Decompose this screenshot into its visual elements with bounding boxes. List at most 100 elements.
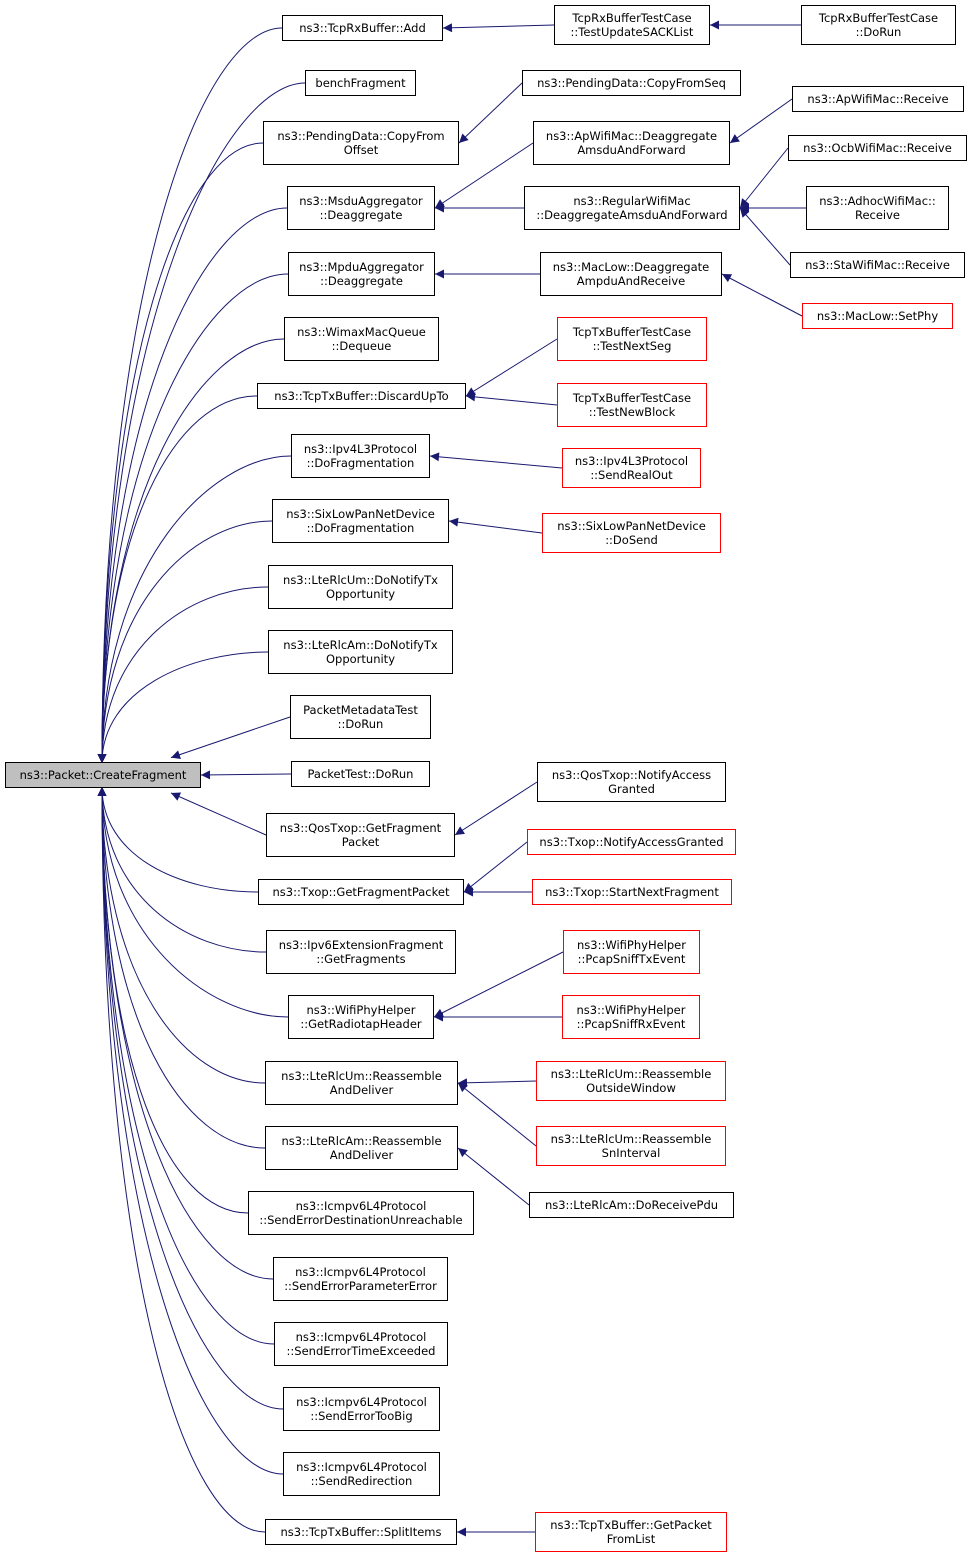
function-node-m7[interactable]: TcpTxBufferTestCase::TestNewBlock [557,383,707,427]
function-node-n7[interactable]: ns3::TcpTxBuffer::DiscardUpTo [257,383,466,409]
edge-r5-to-m4 [739,207,791,266]
node-label-line: ns3::LteRlcAm::DoNotifyTx [283,638,438,652]
function-node-m12[interactable]: ns3::Txop::StartNextFragment [532,879,732,905]
node-label-line: AndDeliver [329,1083,394,1097]
node-label-line: ns3::Icmpv6L4Protocol [295,1265,426,1279]
node-label-line: ::GetRadiotapHeader [300,1017,422,1031]
function-node-m13[interactable]: ns3::WifiPhyHelper::PcapSniffTxEvent [563,930,700,974]
function-node-r2[interactable]: ns3::ApWifiMac::Receive [792,86,964,112]
function-node-n1[interactable]: ns3::TcpRxBuffer::Add [282,15,443,41]
function-node-r5[interactable]: ns3::StaWifiMac::Receive [790,252,965,278]
node-label-line: ns3::WimaxMacQueue [297,325,426,339]
function-node-n5[interactable]: ns3::MpduAggregator::Deaggregate [288,252,435,296]
node-label-line: ns3::LteRlcUm::Reassemble [550,1067,712,1081]
node-label-line: ns3::Txop::GetFragmentPacket [272,885,450,899]
node-label-line: ::SendRealOut [590,468,673,482]
function-node-m8[interactable]: ns3::Ipv4L3Protocol::SendRealOut [562,448,701,488]
edge-n16-to-root [97,786,267,953]
node-label-line: ns3::QosTxop::GetFragment [279,821,442,835]
edge-n5-to-root [97,273,289,764]
edge-n9-to-root [97,520,273,764]
node-label-line: ns3::Txop::NotifyAccessGranted [539,835,724,849]
root-function-node: ns3::Packet::CreateFragment [5,762,201,788]
function-node-n25[interactable]: ns3::TcpTxBuffer::SplitItems [265,1519,457,1545]
node-label-line: ns3::OcbWifiMac::Receive [803,141,952,155]
node-label-line: ::DoRun [855,25,902,39]
function-node-n13[interactable]: PacketTest::DoRun [291,761,430,787]
function-node-n4[interactable]: ns3::MsduAggregator::Deaggregate [287,186,435,230]
node-label-line: ns3::Icmpv6L4Protocol [295,1199,427,1213]
edge-m17-to-n19 [457,1147,530,1206]
function-node-m14[interactable]: ns3::WifiPhyHelper::PcapSniffRxEvent [562,995,700,1039]
function-node-r4[interactable]: ns3::AdhocWifiMac::Receive [806,186,949,230]
function-node-n8[interactable]: ns3::Ipv4L3Protocol::DoFragmentation [291,434,430,478]
edge-n1-to-root [97,27,283,764]
edge-n17-to-root [97,786,289,1018]
function-node-n6[interactable]: ns3::WimaxMacQueue::Dequeue [284,317,439,361]
edge-r3-to-m4 [739,147,789,209]
edge-n4-to-root [97,207,288,764]
function-node-n15[interactable]: ns3::Txop::GetFragmentPacket [258,879,464,905]
function-node-n22[interactable]: ns3::Icmpv6L4Protocol::SendErrorTimeExce… [274,1322,448,1366]
function-node-n12[interactable]: PacketMetadataTest::DoRun [290,695,431,739]
edge-m11-to-n15 [463,841,528,893]
function-node-r3[interactable]: ns3::OcbWifiMac::Receive [788,135,967,161]
function-node-n24[interactable]: ns3::Icmpv6L4Protocol::SendRedirection [283,1452,440,1496]
function-node-m9[interactable]: ns3::SixLowPanNetDevice::DoSend [542,513,721,553]
function-node-m2[interactable]: ns3::PendingData::CopyFromSeq [522,70,741,96]
function-node-n16[interactable]: ns3::Ipv6ExtensionFragment::GetFragments [266,930,456,974]
function-node-m6[interactable]: TcpTxBufferTestCase::TestNextSeg [557,317,707,361]
function-node-n9[interactable]: ns3::SixLowPanNetDevice::DoFragmentation [272,499,449,543]
edge-n15-to-root [97,786,259,893]
function-node-m17[interactable]: ns3::LteRlcAm::DoReceivePdu [529,1192,734,1218]
function-node-r1[interactable]: TcpRxBufferTestCase::DoRun [801,5,956,45]
node-label-line: ns3::WifiPhyHelper [577,938,686,952]
node-label-line: ns3::MsduAggregator [299,194,423,208]
node-label-line: AmsduAndForward [577,143,686,157]
function-node-r6[interactable]: ns3::MacLow::SetPhy [802,303,953,329]
edge-m1-to-n1 [442,23,555,33]
edge-n7-to-root [97,395,258,764]
node-label-line: benchFragment [315,76,406,90]
function-node-m4[interactable]: ns3::RegularWifiMac::DeaggregateAmsduAnd… [524,186,740,230]
edge-n13-to-root [200,770,292,780]
node-label-line: ns3::Ipv4L3Protocol [303,442,418,456]
function-node-n2[interactable]: benchFragment [305,70,416,96]
node-label-line: ::PcapSniffRxEvent [576,1017,686,1031]
node-label-line: ::Deaggregate [319,208,403,222]
function-node-n20[interactable]: ns3::Icmpv6L4Protocol::SendErrorDestinat… [248,1191,474,1235]
function-node-m11[interactable]: ns3::Txop::NotifyAccessGranted [527,829,736,855]
edge-n23-to-root [97,786,284,1410]
edge-n3-to-root [97,142,264,764]
edge-n8-to-root [97,455,292,764]
node-label-line: ns3::Ipv6ExtensionFragment [278,938,444,952]
function-node-n21[interactable]: ns3::Icmpv6L4Protocol::SendErrorParamete… [273,1257,448,1301]
function-node-n23[interactable]: ns3::Icmpv6L4Protocol::SendErrorTooBig [283,1387,440,1431]
function-node-m1[interactable]: TcpRxBufferTestCase::TestUpdateSACKList [554,5,710,45]
node-label-line: ns3::PendingData::CopyFromSeq [537,76,726,90]
node-label-line: ::DoRun [337,717,384,731]
node-label-line: PacketTest::DoRun [307,767,414,781]
function-node-n17[interactable]: ns3::WifiPhyHelper::GetRadiotapHeader [288,995,434,1039]
node-label-line: ns3::AdhocWifiMac:: [819,194,936,208]
edge-m9-to-n9 [448,517,543,534]
edge-m8-to-n8 [429,452,563,469]
node-label-line: ::SendErrorParameterError [284,1279,437,1293]
node-label-line: ::DoFragmentation [306,456,415,470]
node-label-line: ::TestUpdateSACKList [570,25,694,39]
node-label-line: ::TestNextSeg [592,339,672,353]
node-label-line: ns3::QosTxop::NotifyAccess [551,768,712,782]
